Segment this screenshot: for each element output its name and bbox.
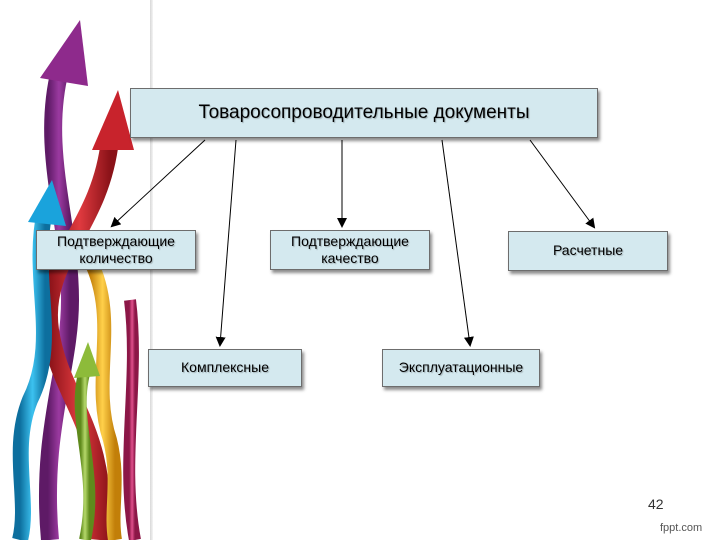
node-quality: Подтверждающие качество: [270, 230, 430, 270]
vertical-divider: [150, 0, 153, 540]
node-quantity: Подтверждающие количество: [36, 230, 196, 270]
node-settlement-label: Расчетные: [552, 242, 624, 259]
watermark: fppt.com: [660, 522, 703, 534]
node-quantity-line-2: количество: [79, 250, 153, 266]
node-complex-label: Комплексные: [181, 359, 269, 376]
root-node: Товаросопроводительные документы: [130, 88, 598, 138]
arrow-to-settlement: [529, 139, 596, 229]
green-ribbon: [74, 368, 96, 540]
node-quality-line-1: Подтверждающие: [291, 232, 409, 249]
node-quantity-line-1: Подтверждающие: [57, 232, 175, 249]
node-quality-line-2: качество: [321, 250, 379, 266]
node-settlement: Расчетные: [508, 231, 668, 271]
red-arrowhead: [92, 90, 134, 150]
node-operational: Эксплуатационные: [382, 349, 540, 387]
magenta-ribbon: [123, 299, 141, 540]
arrow-to-complex: [215, 139, 237, 347]
yellow-ribbon: [83, 256, 122, 540]
arrow-to-operational: [441, 139, 474, 347]
node-quantity-text: Подтверждающие количество: [57, 233, 175, 268]
node-quality-text: Подтверждающие качество: [291, 233, 409, 268]
blue-arrowhead: [28, 180, 66, 226]
green-arrowhead: [74, 342, 100, 378]
arrow-to-quantity: [110, 139, 206, 228]
page-number: 42: [648, 496, 664, 512]
purple-arrowhead: [40, 20, 88, 86]
node-operational-label: Эксплуатационные: [398, 359, 524, 376]
node-complex: Комплексные: [148, 349, 302, 387]
root-node-label: Товаросопроводительные документы: [198, 102, 530, 124]
purple-ribbon: [38, 67, 80, 540]
